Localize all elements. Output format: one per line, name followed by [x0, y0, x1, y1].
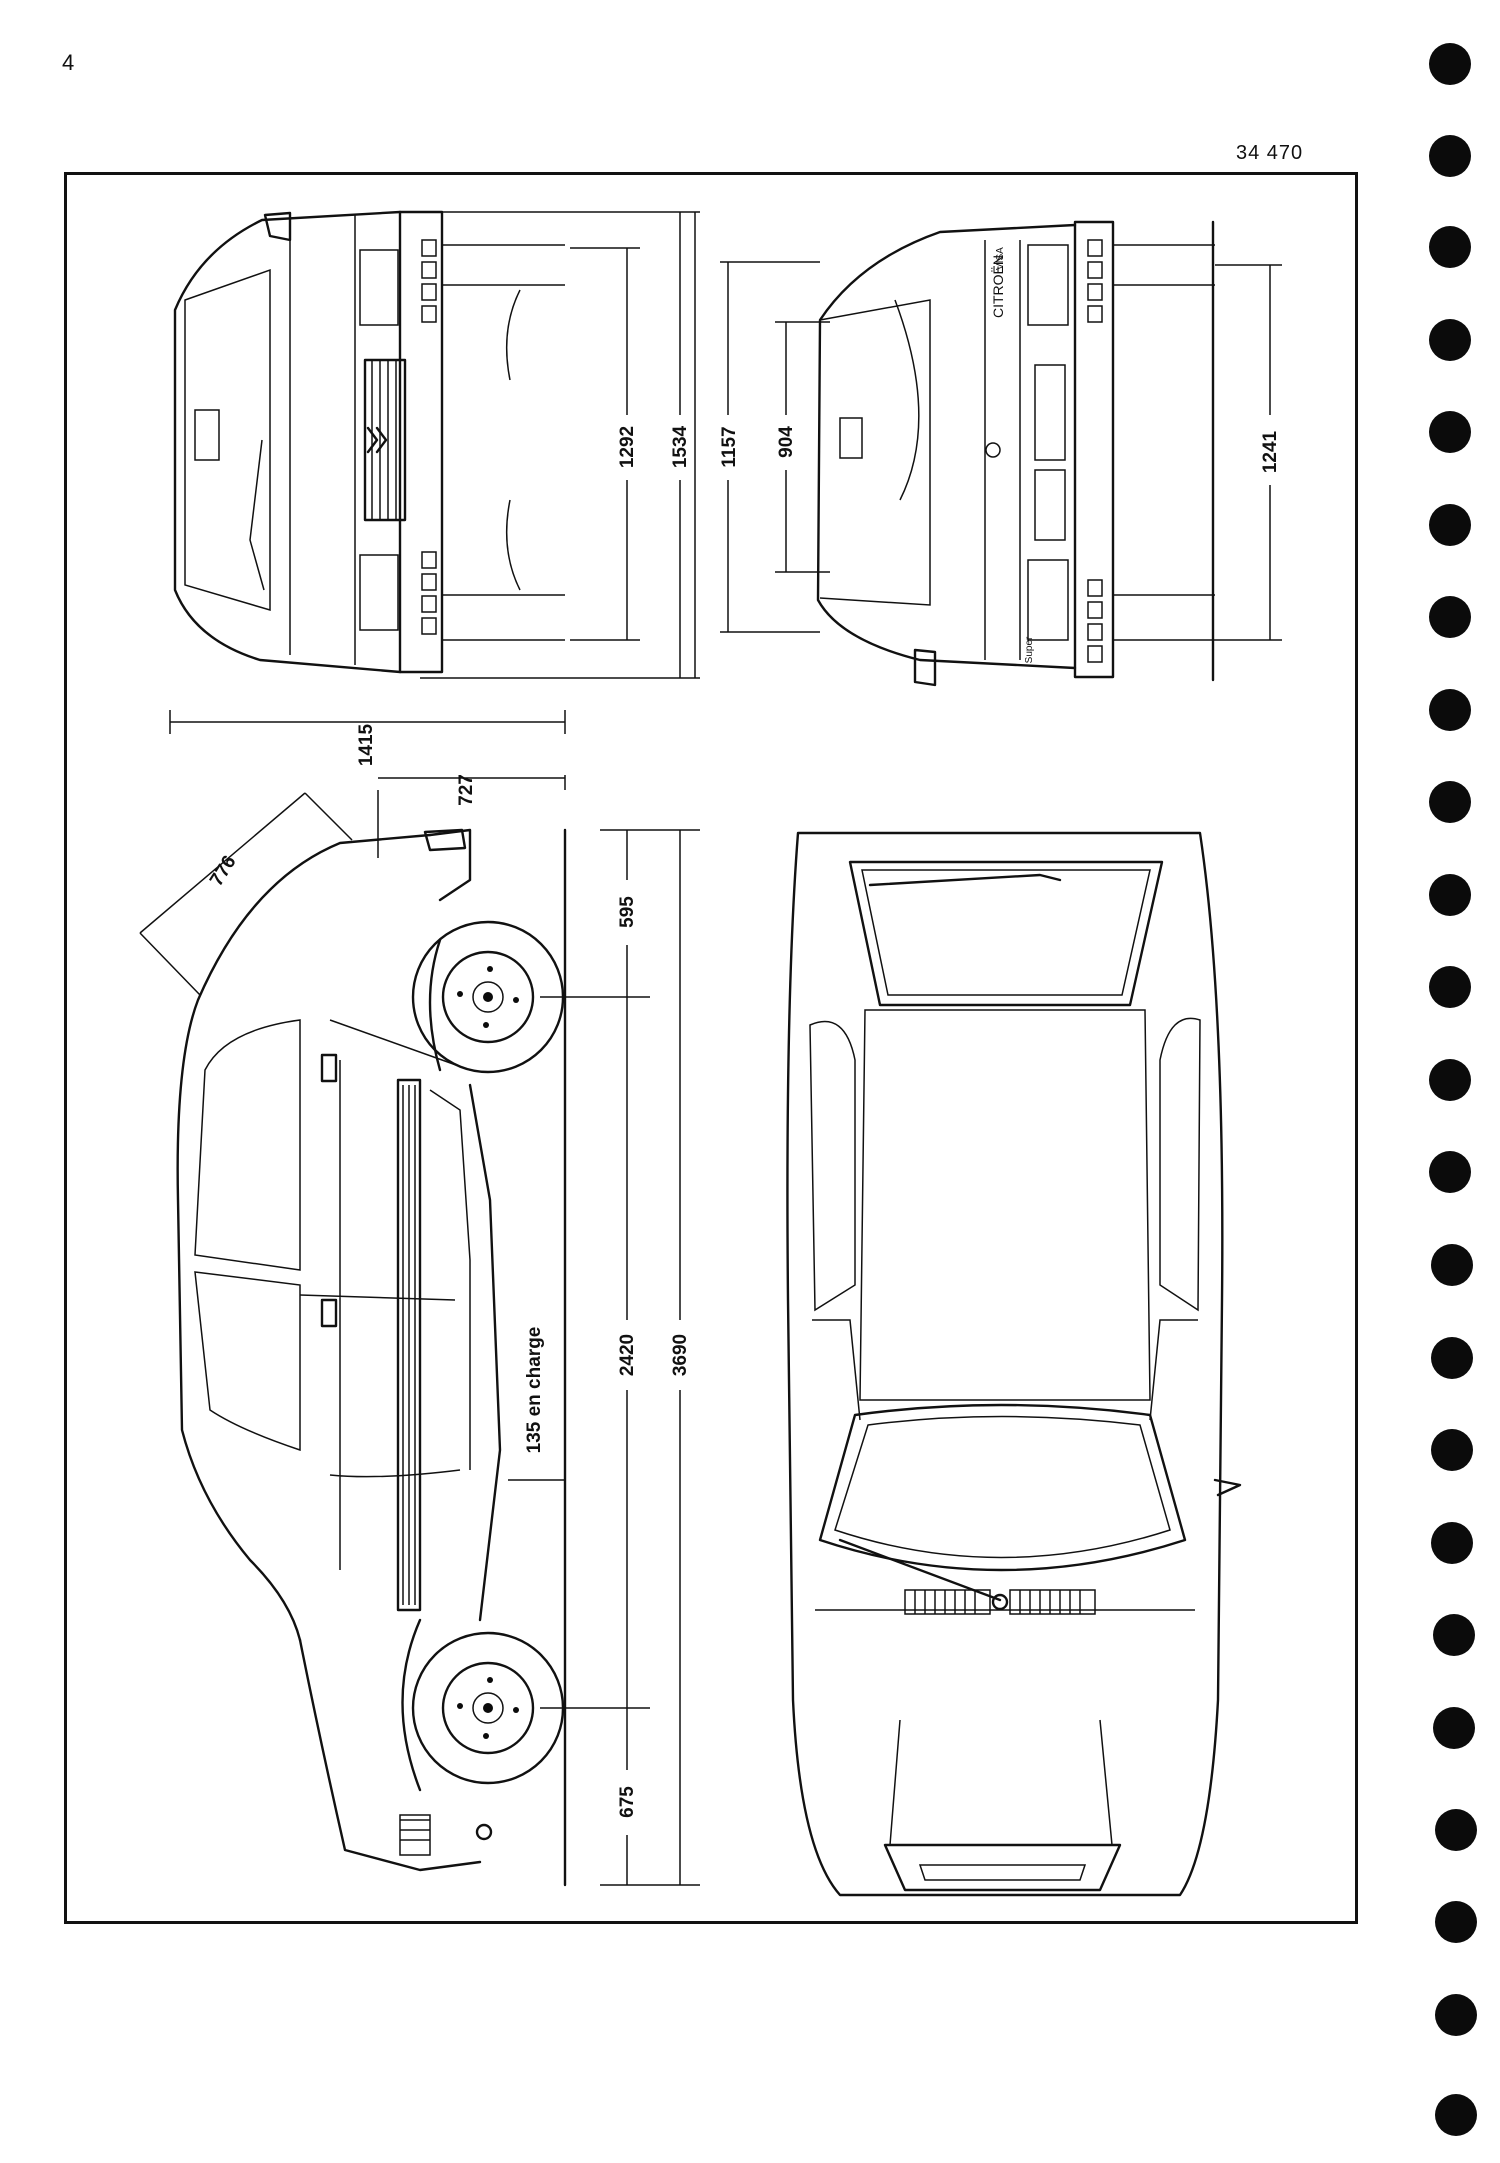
dim-rear-height: 1157 [719, 426, 740, 467]
side-view [176, 828, 502, 1872]
side-view-dimensions [139, 775, 700, 1886]
page-number: 4 [62, 50, 75, 75]
dim-wheelbase: 2420 [617, 1334, 638, 1376]
dim-front-width: 1415 [356, 723, 377, 766]
dim-rear-overhang: 675 [617, 1786, 638, 1818]
dim-rear-step: 727 [456, 774, 477, 806]
rear-model-badge: VISA [995, 247, 1006, 270]
dim-overall-height: 1534 [670, 425, 691, 468]
dim-rear-window-height: 904 [776, 426, 797, 458]
binding-holes [1429, 43, 1477, 2136]
dim-front-track: 1292 [617, 426, 638, 468]
dim-ground-clearance: 135 en charge [524, 1327, 545, 1454]
front-view-dimensions [169, 211, 700, 734]
rear-view [816, 220, 1215, 687]
drawing-frame [64, 172, 1358, 1924]
dim-roof-diagonal: 776 [206, 852, 241, 890]
dim-overall-length: 3690 [670, 1334, 691, 1376]
rear-trim-badge: Super [1024, 636, 1035, 663]
reference-number: 34 470 [1236, 142, 1304, 164]
top-view [786, 831, 1242, 1897]
side-view-rear-wheel [401, 1618, 565, 1792]
rear-brand-badge: CITROËN [990, 255, 1006, 318]
front-view [173, 210, 565, 674]
dim-front-overhang: 595 [617, 896, 638, 928]
rear-view-dimensions [720, 261, 1282, 641]
dim-rear-track: 1241 [1260, 430, 1281, 473]
